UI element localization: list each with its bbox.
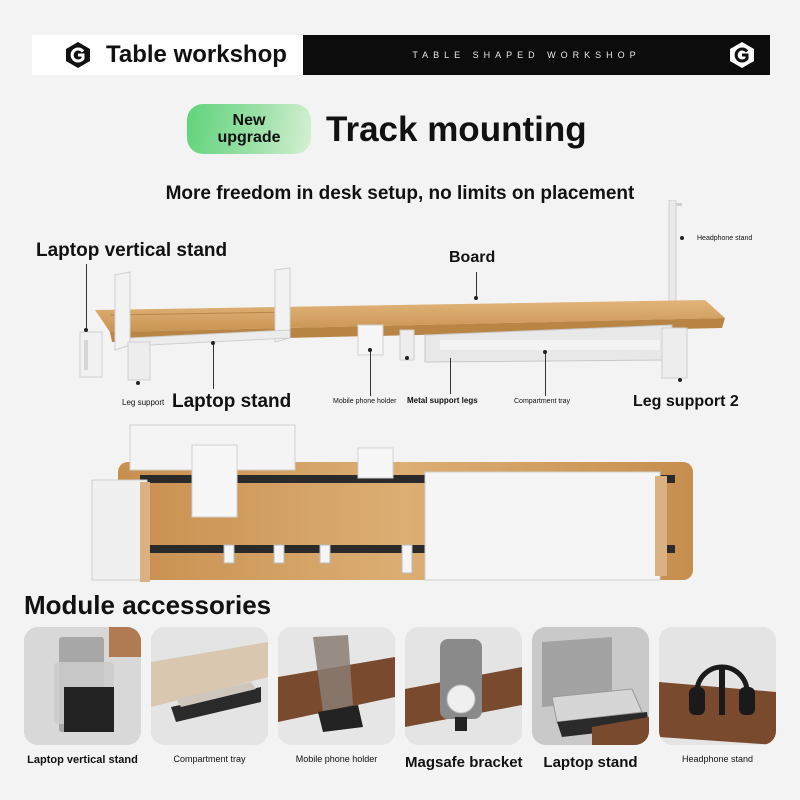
brand-header: Table workshop TABLE SHAPED WORKSHOP — [32, 35, 770, 75]
leader-line — [213, 343, 214, 389]
laptop-vertical-stand-icon — [24, 627, 141, 745]
page-subtitle: More freedom in desk setup, no limits on… — [165, 183, 635, 204]
logo-icon — [66, 42, 90, 68]
logo-icon — [730, 42, 754, 68]
leader-dot — [474, 296, 478, 300]
mobile-phone-holder-icon — [278, 627, 395, 745]
callout-headphone-stand: Headphone stand — [697, 235, 753, 242]
module-label-list: Laptop vertical stand Compartment tray M… — [24, 754, 776, 771]
desk-shelf-illustration — [79, 199, 725, 582]
callout-mobile-phone-holder: Mobile phone holder — [333, 398, 397, 405]
module-label: Laptop vertical stand — [27, 754, 138, 766]
callout-board: Board — [449, 249, 496, 266]
page-title: Track mounting — [326, 110, 587, 149]
module-card-headphone-stand[interactable] — [659, 627, 776, 745]
callout-laptop-stand: Laptop stand — [172, 391, 292, 412]
module-card-laptop-vertical-stand[interactable] — [24, 627, 141, 745]
callout-compartment-tray: Compartment tray — [514, 398, 571, 405]
callout-laptop-vertical-stand: Laptop vertical stand — [36, 240, 228, 261]
leader-dot — [368, 348, 372, 352]
shelf-top-view — [79, 199, 725, 381]
brand-name: Table workshop — [106, 41, 287, 68]
leader-line — [370, 350, 371, 396]
module-card-mobile-phone-holder[interactable] — [278, 627, 395, 745]
module-accessories-heading: Module accessories — [24, 590, 272, 620]
module-label: Magsafe bracket — [405, 754, 523, 771]
brand-tagline: TABLE SHAPED WORKSHOP — [412, 50, 641, 60]
new-upgrade-badge: New upgrade — [187, 104, 311, 154]
module-card-magsafe-bracket[interactable] — [405, 627, 522, 745]
headphone-stand-icon — [659, 627, 776, 745]
module-card-compartment-tray[interactable] — [151, 627, 268, 745]
leader-dot — [680, 236, 684, 240]
leader-dot — [405, 356, 409, 360]
leader-line — [86, 264, 87, 328]
callout-leg-support: Leg support — [122, 398, 165, 407]
leader-dot — [678, 378, 682, 382]
badge-line1: New — [232, 112, 266, 129]
module-card-laptop-stand[interactable] — [532, 627, 649, 745]
module-label: Compartment tray — [173, 754, 246, 764]
leader-dot — [136, 381, 140, 385]
module-label: Laptop stand — [543, 754, 638, 771]
product-stage: Laptop vertical stand Board Headphone st… — [0, 199, 800, 600]
leader-dot — [543, 350, 547, 354]
leader-line — [476, 272, 477, 298]
brand-box: Table workshop — [32, 35, 303, 75]
module-label: Headphone stand — [681, 754, 754, 764]
leader-dot — [84, 328, 88, 332]
badge-line2: upgrade — [217, 129, 281, 146]
magsafe-bracket-icon — [405, 627, 522, 745]
brand-strip: TABLE SHAPED WORKSHOP — [303, 35, 770, 75]
leader-line — [545, 352, 546, 396]
module-card-list — [24, 627, 776, 745]
laptop-stand-icon — [532, 627, 649, 745]
callout-metal-support-legs: Metal support legs — [407, 396, 478, 405]
module-label: Mobile phone holder — [295, 754, 378, 764]
leader-line — [450, 358, 451, 394]
leader-dot — [211, 341, 215, 345]
callout-leg-support-2: Leg support 2 — [633, 393, 739, 410]
shelf-track-view — [91, 424, 693, 582]
compartment-tray-icon — [151, 627, 268, 745]
